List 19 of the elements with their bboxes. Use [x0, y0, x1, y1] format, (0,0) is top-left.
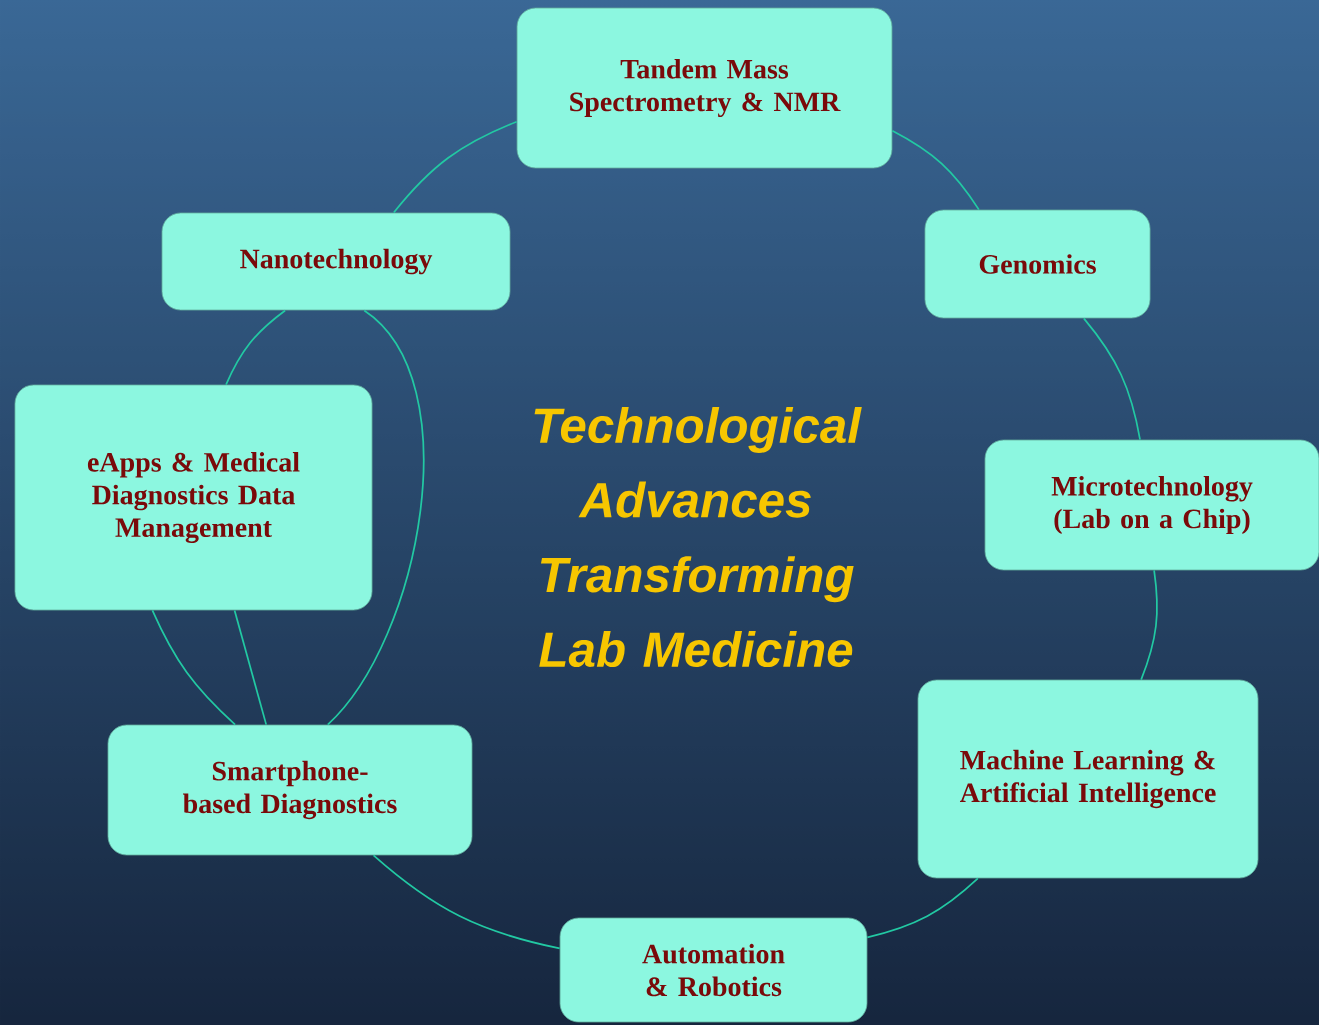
topic-box: Nanotechnology — [161, 212, 511, 311]
connector-arc — [225, 309, 286, 386]
connector-arc — [1140, 569, 1158, 681]
connector-arc — [1082, 317, 1141, 441]
topic-box: Microtechnology (Lab on a Chip) — [984, 439, 1319, 571]
connector-arc — [326, 309, 425, 726]
topic-box: Tandem Mass Spectrometry & NMR — [516, 7, 893, 169]
connector-arc — [392, 120, 518, 214]
connector-arc — [866, 877, 979, 939]
topic-box: Smartphone-based Diagnostics — [107, 724, 473, 856]
connector-arc — [891, 129, 980, 211]
topic-box: Automation & Robotics — [559, 917, 868, 1023]
topic-box: eApps & Medical Diagnostics Data Management — [14, 384, 373, 611]
center-title: Technological Advances Transforming Lab Medicine — [534, 406, 862, 668]
topic-box: Machine Learning & Artificial Intelligence — [917, 679, 1259, 879]
topic-box: Genomics — [924, 209, 1151, 319]
connector-arc — [372, 854, 561, 950]
connector-arc — [233, 609, 268, 726]
connector-arc — [151, 609, 236, 726]
